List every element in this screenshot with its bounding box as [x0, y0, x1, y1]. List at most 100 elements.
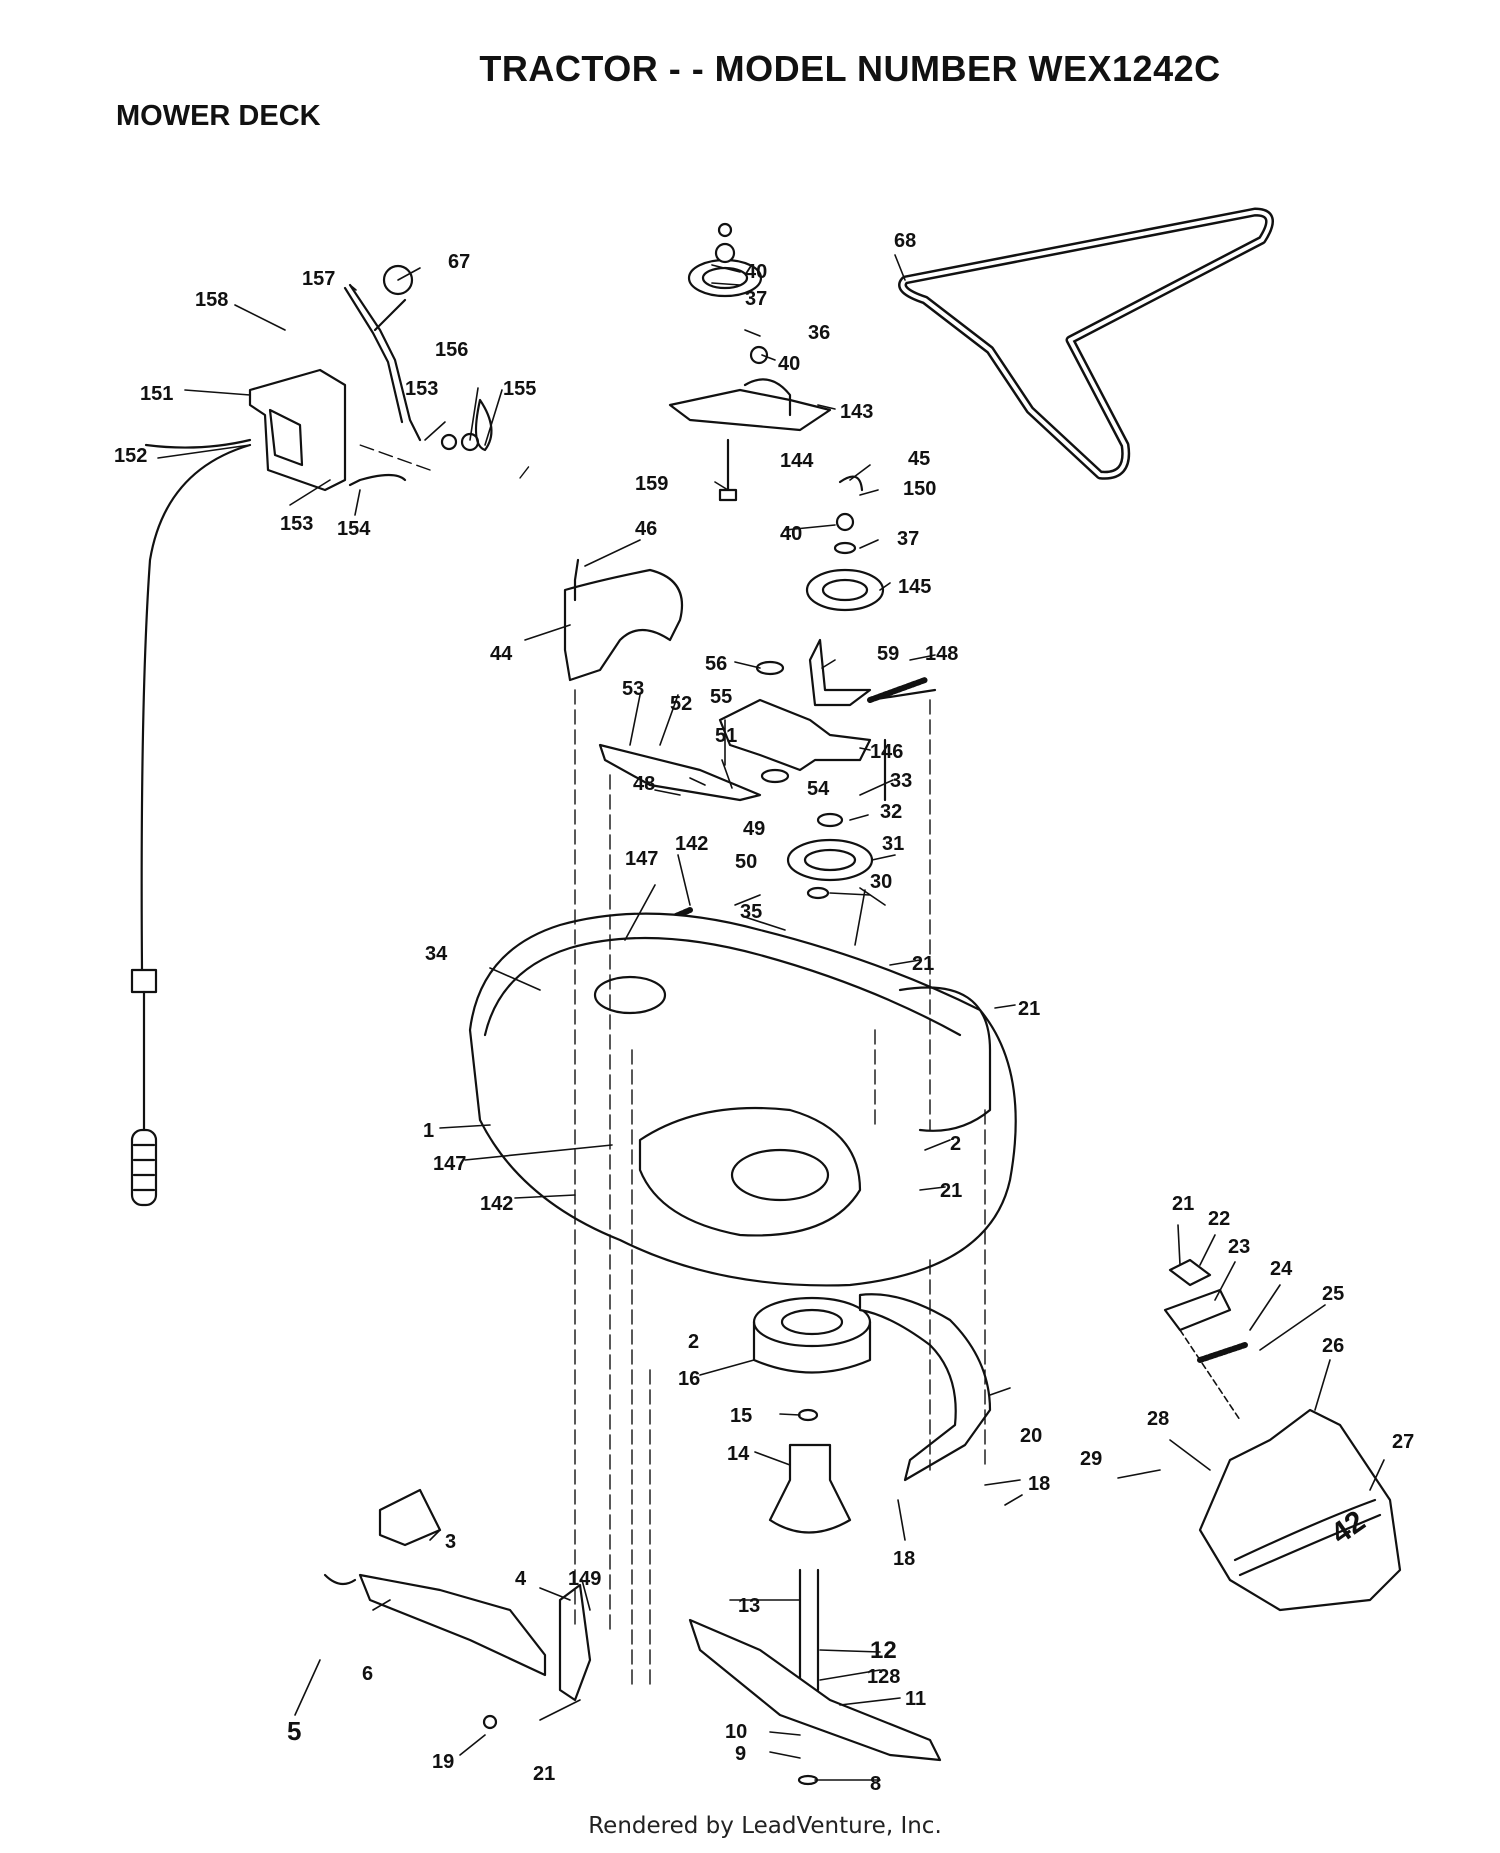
- callout-3: 3: [445, 1531, 456, 1553]
- callout-149: 149: [568, 1568, 601, 1590]
- callout-49: 49: [743, 818, 765, 840]
- callout-145: 145: [898, 576, 931, 598]
- deck-baffle: [858, 1293, 992, 1482]
- callout-24: 24: [1270, 1258, 1293, 1280]
- callout-151: 151: [140, 383, 173, 405]
- callout-2: 2: [688, 1331, 699, 1353]
- page-title: TRACTOR - - MODEL NUMBER WEX1242C: [479, 48, 1221, 89]
- callout-22: 22: [1208, 1208, 1230, 1230]
- callout-56: 56: [705, 653, 727, 675]
- callout-150: 150: [903, 478, 936, 500]
- callout-19: 19: [432, 1751, 454, 1773]
- callout-59: 59: [877, 643, 899, 665]
- callout-6: 6: [362, 1663, 373, 1685]
- callout-44: 44: [490, 643, 513, 665]
- callout-158: 158: [195, 289, 228, 311]
- callout-20: 20: [1020, 1425, 1042, 1447]
- callout-10: 10: [725, 1721, 747, 1743]
- callout-143: 143: [840, 401, 873, 423]
- callout-68: 68: [894, 230, 916, 252]
- callout-2: 2: [950, 1133, 961, 1155]
- callout-37: 37: [745, 288, 767, 310]
- callout-153: 153: [280, 513, 313, 535]
- callout-30: 30: [870, 871, 892, 893]
- deck-lift-lever-assembly: [248, 264, 493, 492]
- callout-40: 40: [745, 261, 767, 283]
- callout-40: 40: [780, 523, 802, 545]
- callout-25: 25: [1322, 1283, 1344, 1305]
- callout-155: 155: [503, 378, 536, 400]
- callout-45: 45: [908, 448, 930, 470]
- callout-15: 15: [730, 1405, 752, 1427]
- callout-37: 37: [897, 528, 919, 550]
- idler-pulley-bracket: [668, 222, 832, 502]
- callout-128: 128: [867, 1666, 900, 1688]
- callout-46: 46: [635, 518, 657, 540]
- deck-control-cable: [130, 438, 252, 1207]
- callout-12: 12: [870, 1637, 897, 1664]
- callout-152: 152: [114, 445, 147, 467]
- callout-67: 67: [448, 251, 470, 273]
- callout-18: 18: [893, 1548, 915, 1570]
- callout-146: 146: [870, 741, 903, 763]
- callout-52: 52: [670, 693, 692, 715]
- callout-142: 142: [675, 833, 708, 855]
- callout-147: 147: [433, 1153, 466, 1175]
- callout-50: 50: [735, 851, 757, 873]
- callout-9: 9: [735, 1743, 746, 1765]
- callout-28: 28: [1147, 1408, 1169, 1430]
- callout-51: 51: [715, 725, 737, 747]
- callout-11: 11: [905, 1688, 926, 1710]
- callout-142: 142: [480, 1193, 513, 1215]
- callout-14: 14: [727, 1443, 750, 1465]
- callout-21: 21: [940, 1180, 962, 1202]
- callout-32: 32: [880, 801, 902, 823]
- callout-26: 26: [1322, 1335, 1344, 1357]
- footer-credit: Rendered by LeadVenture, Inc.: [588, 1813, 942, 1839]
- callout-35: 35: [740, 901, 762, 923]
- callout-40: 40: [778, 353, 800, 375]
- callout-48: 48: [633, 773, 655, 795]
- callout-21: 21: [912, 953, 934, 975]
- callout-33: 33: [890, 770, 912, 792]
- blade-spindle-assembly: [752, 1296, 872, 1708]
- idler-pulley: [805, 475, 885, 612]
- callout-157: 157: [302, 268, 335, 290]
- callout-31: 31: [882, 833, 904, 855]
- callout-21: 21: [533, 1763, 555, 1785]
- deck-idler-pulley: [786, 812, 874, 900]
- callout-8: 8: [870, 1773, 881, 1795]
- callout-154: 154: [337, 518, 371, 540]
- callout-21: 21: [1172, 1193, 1194, 1215]
- front-hanger-bracket: [323, 1488, 592, 1730]
- callout-144: 144: [780, 450, 814, 472]
- callout-5: 5: [287, 1716, 301, 1746]
- callout-27: 27: [1392, 1431, 1414, 1453]
- callout-13: 13: [738, 1595, 760, 1617]
- callout-153: 153: [405, 378, 438, 400]
- callout-55: 55: [710, 686, 732, 708]
- callout-53: 53: [622, 678, 644, 700]
- callout-159: 159: [635, 473, 668, 495]
- callout-4: 4: [515, 1568, 527, 1590]
- assembly-alignment-lines: [359, 444, 986, 1691]
- callout-labels: 1 2 2 3 4 5 6 8 9 10 11 12 13 14 15 16 1…: [114, 230, 1414, 1795]
- drive-belt-part: [898, 207, 1274, 480]
- callout-34: 34: [425, 943, 448, 965]
- belt-guard: [563, 558, 684, 682]
- callout-23: 23: [1228, 1236, 1250, 1258]
- callout-16: 16: [678, 1368, 700, 1390]
- idler-arm-assembly: [598, 638, 937, 802]
- callout-21: 21: [1018, 998, 1040, 1020]
- callout-147: 147: [625, 848, 658, 870]
- callout-18: 18: [1028, 1473, 1050, 1495]
- callout-148: 148: [925, 643, 958, 665]
- callout-1: 1: [423, 1120, 434, 1142]
- discharge-chute-deflector: [1163, 1258, 1402, 1612]
- section-subtitle: MOWER DECK: [116, 100, 321, 132]
- callout-54: 54: [807, 778, 830, 800]
- callout-156: 156: [435, 339, 468, 361]
- callout-36: 36: [808, 322, 830, 344]
- callout-leader-lines: [157, 254, 1385, 1781]
